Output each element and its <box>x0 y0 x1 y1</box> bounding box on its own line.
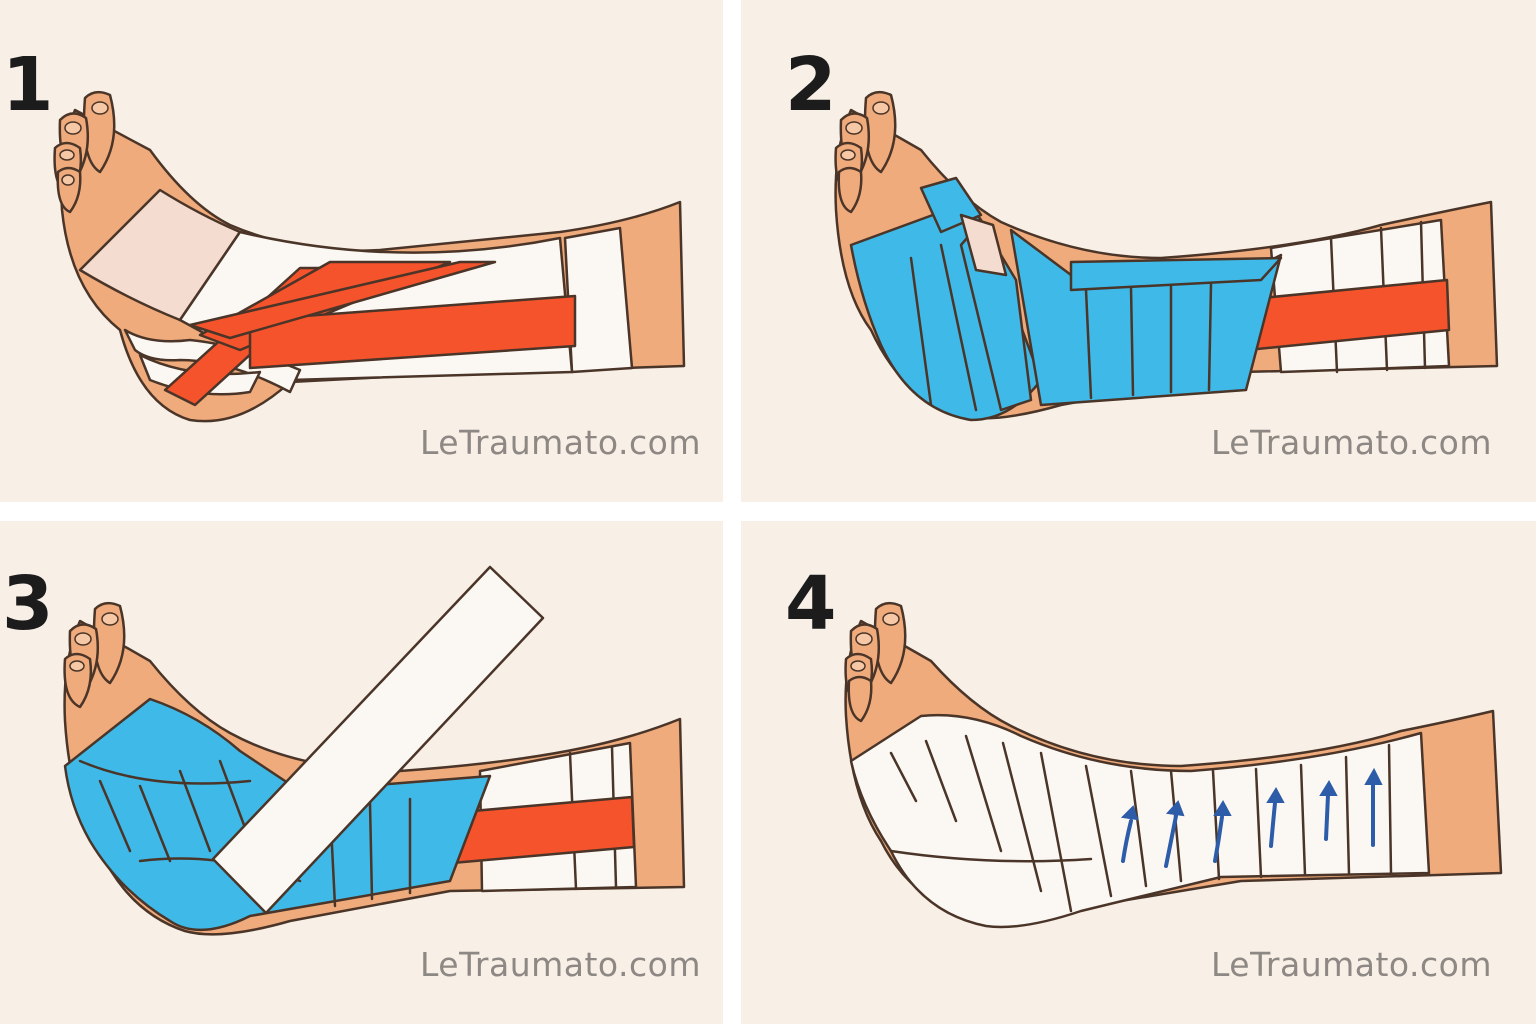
arrow-up-icon <box>1120 805 1139 863</box>
red-tape-strip <box>248 294 577 370</box>
step-4-illustration <box>844 601 1503 929</box>
step-3-panel: 3 LeTraumato.com <box>0 521 723 1024</box>
arrow-up-icon <box>1364 767 1383 847</box>
watermark: LeTraumato.com <box>419 423 701 462</box>
white-tape-strip <box>211 565 545 915</box>
step-number: 1 <box>2 42 54 128</box>
arrow-up-icon <box>1213 799 1232 863</box>
watermark: LeTraumato.com <box>1210 945 1492 984</box>
step-number: 2 <box>785 42 837 128</box>
watermark: LeTraumato.com <box>419 945 701 984</box>
arrow-up-icon <box>1319 779 1338 841</box>
step-1-illustration <box>53 90 686 423</box>
watermark: LeTraumato.com <box>1210 423 1492 462</box>
step-1-panel: 1 LeTraumato.com <box>0 0 723 502</box>
arrow-up-icon <box>1164 800 1185 868</box>
step-2-illustration <box>834 90 1499 422</box>
step-4-panel: 4 LeTraumato.com <box>741 521 1536 1024</box>
step-number: 3 <box>2 561 54 647</box>
step-3-illustration <box>63 565 686 936</box>
step-2-panel: 2 LeTraumato.com <box>741 0 1536 502</box>
step-number: 4 <box>785 561 837 647</box>
white-bandage-wrap <box>849 713 1431 929</box>
arrow-up-icon <box>1266 786 1285 848</box>
